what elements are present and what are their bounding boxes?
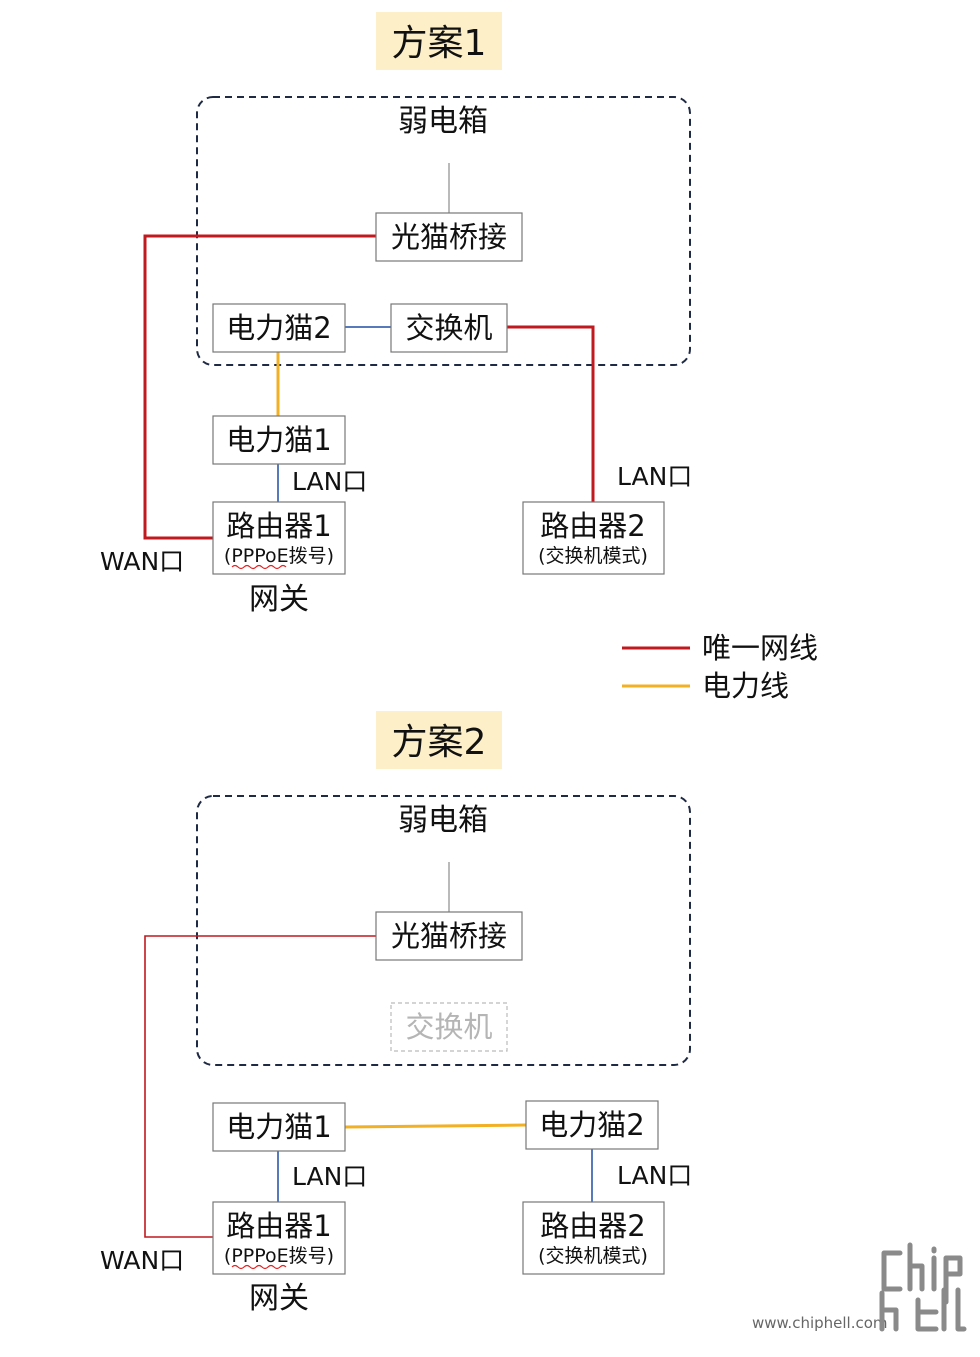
plan2-node-plc2: 电力猫2	[525, 1100, 659, 1150]
plan2-node-switch-label: 交换机	[405, 1010, 492, 1044]
plan2-node-switch: 交换机	[390, 1002, 508, 1052]
plan1-link-switch-router2	[507, 325, 595, 502]
plan2-link-plc1-plc2-power	[344, 1123, 527, 1129]
legend-wan-label: 唯一网线	[702, 631, 818, 665]
plan1-node-router2-label: 路由器2	[540, 509, 645, 543]
plan2-node-plc1-label: 电力猫1	[226, 1110, 331, 1144]
legend-power-label: 电力线	[702, 669, 789, 703]
plan2-node-ont: 光猫桥接	[375, 911, 523, 961]
plan2-node-router1-label: 路由器1	[226, 1209, 331, 1243]
plan1-node-ont-label: 光猫桥接	[391, 220, 507, 254]
plan1-node-plc2: 电力猫2	[212, 303, 346, 353]
plan1-cabinet-box	[196, 96, 691, 366]
plan1-node-plc2-label: 电力猫2	[226, 311, 331, 345]
plan1-node-ont: 光猫桥接	[375, 212, 523, 262]
legend: 唯一网线 电力线	[622, 631, 818, 703]
plan1-title-bg	[376, 12, 502, 70]
plan2-lan-right-label: LAN口	[617, 1161, 692, 1190]
plan1-cabinet-label: 弱电箱	[398, 104, 488, 139]
plan1-gateway-label: 网关	[249, 582, 309, 617]
plan2-wan-label: WAN口	[100, 1246, 184, 1275]
plan2-cabinet-label: 弱电箱	[398, 803, 488, 838]
plan1-wan-label: WAN口	[100, 547, 184, 576]
plan1-link-ont-router1-wan	[143, 234, 376, 540]
plan1-title: 方案1	[392, 23, 487, 64]
plan1: 方案1 弱电箱 光猫桥接 电力猫2 交换机 电力猫1 路由器1	[100, 12, 692, 617]
plan1-lan-right-label: LAN口	[617, 462, 692, 491]
plan2-gateway-label: 网关	[249, 1281, 309, 1316]
chiphell-logo-icon	[879, 1242, 967, 1332]
plan2-node-router1: 路由器1 (PPPoE拨号)	[212, 1201, 346, 1275]
plan1-node-switch-label: 交换机	[405, 311, 492, 345]
plan2-title: 方案2	[392, 722, 487, 763]
plan1-node-plc1-label: 电力猫1	[226, 423, 331, 457]
plan1-node-plc1: 电力猫1	[212, 415, 346, 465]
watermark-url: www.chiphell.com	[752, 1314, 888, 1332]
plan1-node-router1: 路由器1 (PPPoE拨号)	[212, 501, 346, 575]
plan2-link-ont-router1-wan	[144, 935, 376, 1238]
plan2-cabinet-box	[196, 795, 691, 1066]
plan1-node-router2-sub: (交换机模式)	[538, 545, 648, 567]
plan1-spellcheck-underline	[231, 564, 287, 570]
plan2-node-ont-label: 光猫桥接	[391, 919, 507, 953]
plan1-node-switch: 交换机	[390, 303, 508, 353]
watermark: www.chiphell.com	[752, 1242, 967, 1332]
plan2-node-router2: 路由器2 (交换机模式)	[522, 1201, 665, 1275]
plan2-title-bg	[376, 711, 502, 769]
plan1-node-router1-sub: (PPPoE拨号)	[224, 545, 334, 567]
plan1-lan-left-label: LAN口	[292, 467, 367, 496]
plan1-node-router1-label: 路由器1	[226, 509, 331, 543]
plan2-node-router2-label: 路由器2	[540, 1209, 645, 1243]
plan2: 方案2 弱电箱 光猫桥接 交换机 电力猫1 电力猫2 路由器1 (PPPo	[100, 711, 692, 1316]
plan2-lan-left-label: LAN口	[292, 1162, 367, 1191]
plan2-node-router1-sub: (PPPoE拨号)	[224, 1245, 334, 1267]
plan2-node-router2-sub: (交换机模式)	[538, 1245, 648, 1267]
plan2-node-plc2-label: 电力猫2	[539, 1108, 644, 1142]
plan1-node-router2: 路由器2 (交换机模式)	[522, 501, 665, 575]
plan2-node-plc1: 电力猫1	[212, 1102, 346, 1152]
plan2-spellcheck-underline	[231, 1264, 287, 1270]
